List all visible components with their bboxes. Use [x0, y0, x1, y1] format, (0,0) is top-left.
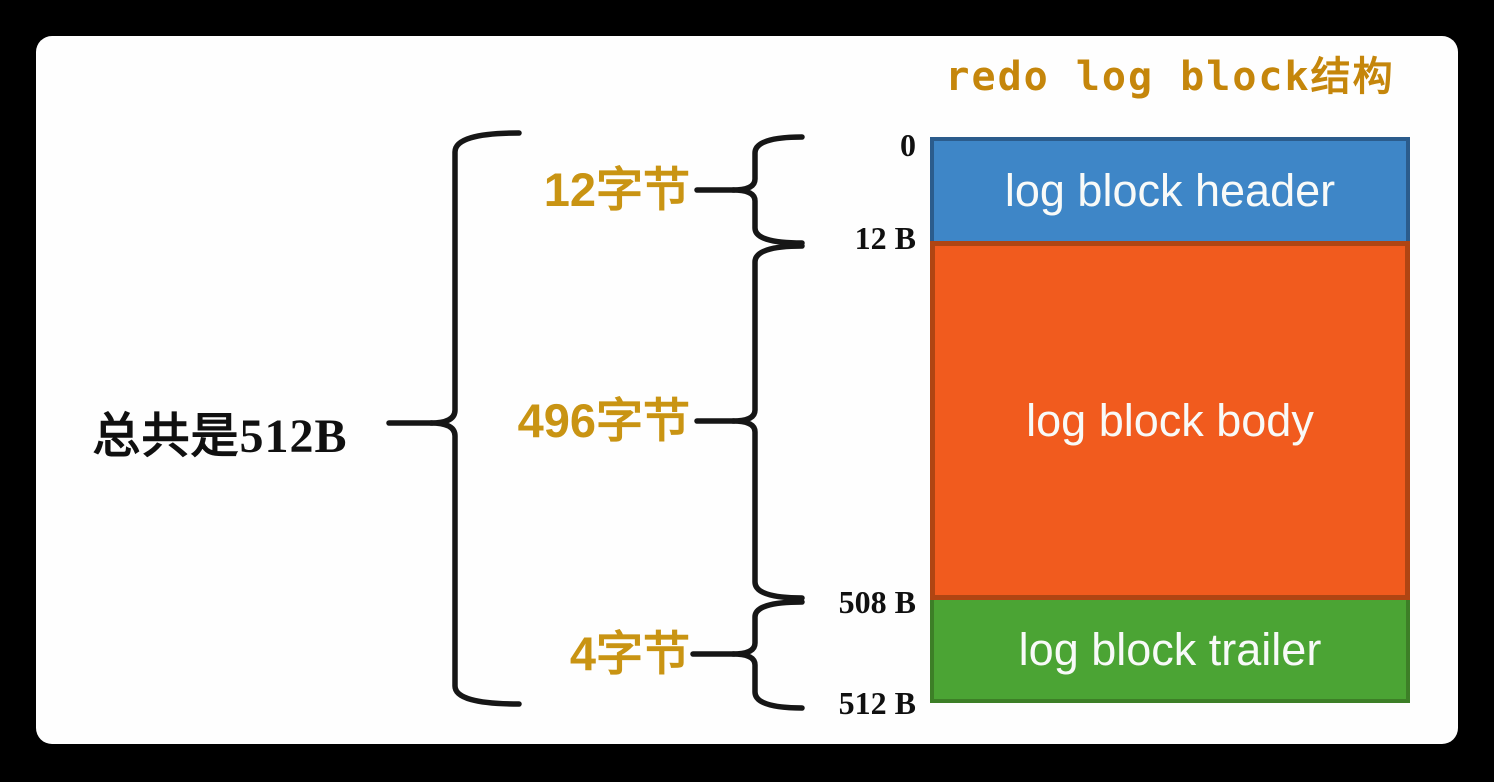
redo-log-block-column: log block header log block body log bloc…	[930, 137, 1410, 703]
header-size-label: 12字节	[543, 163, 690, 216]
offset-label-508b: 508 B	[838, 584, 916, 620]
log-block-trailer-segment: log block trailer	[930, 600, 1410, 703]
log-block-header-label: log block header	[1004, 165, 1336, 216]
page-title: redo log block结构	[945, 54, 1395, 100]
offset-label-12b: 12 B	[854, 220, 916, 256]
log-block-body-segment: log block body	[930, 241, 1410, 600]
offset-label-0: 0	[900, 127, 916, 163]
offset-label-512b: 512 B	[838, 685, 916, 721]
trailer-size-label: 4字节	[569, 627, 690, 680]
body-size-label: 496字节	[517, 394, 690, 447]
log-block-header-segment: log block header	[930, 137, 1410, 241]
log-block-trailer-label: log block trailer	[1018, 623, 1322, 675]
log-block-body-label: log block body	[1026, 394, 1314, 446]
total-size-label: 总共是512B	[92, 410, 348, 463]
